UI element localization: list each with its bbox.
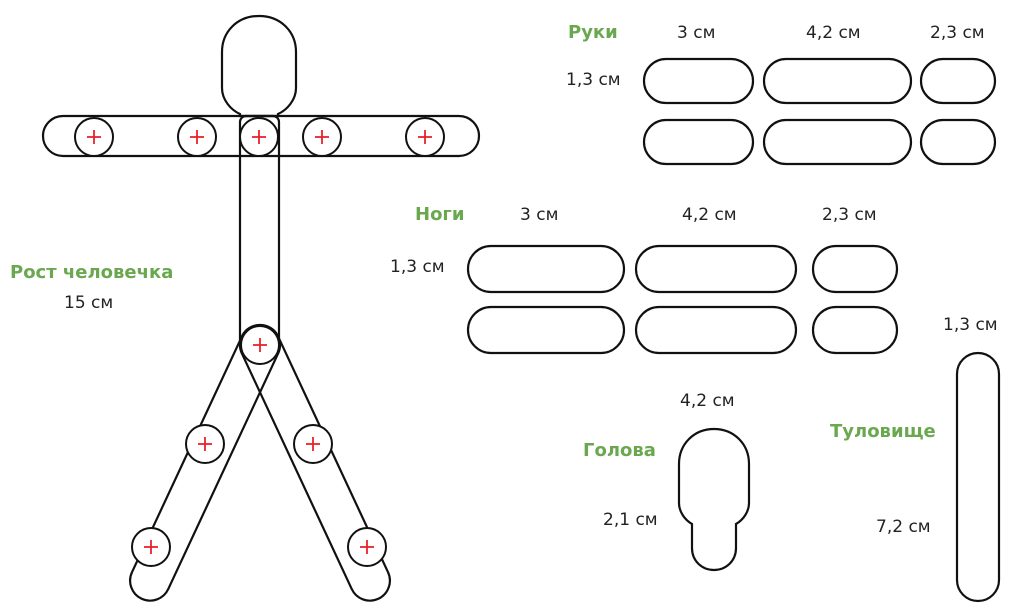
figure-head — [220, 14, 298, 118]
legs-width-2: 4,2 см — [682, 205, 737, 225]
head-width-label: 2,1 см — [603, 510, 658, 530]
head-title: Голова — [583, 440, 656, 461]
arms-width-3: 2,3 см — [930, 23, 985, 43]
pivot-arm-4 — [405, 117, 445, 157]
arms-width-2: 4,2 см — [806, 23, 861, 43]
legs-title: Ноги — [415, 204, 464, 225]
torso-height-label: 7,2 см — [876, 517, 931, 537]
head-height-label: 4,2 см — [680, 391, 735, 411]
figure-height-value: 15 см — [64, 293, 113, 313]
leg-piece-short-1 — [811, 244, 899, 294]
head-piece — [677, 427, 751, 572]
pivot-left-knee — [185, 424, 225, 464]
legs-section: Ноги 3 см 4,2 см 2,3 см 1,3 см — [390, 204, 899, 355]
legs-width-1: 3 см — [520, 205, 558, 225]
leg-piece-long-2 — [466, 305, 626, 355]
legs-width-3: 2,3 см — [822, 205, 877, 225]
arm-piece-long-1 — [642, 57, 755, 105]
leg-piece-long-1 — [466, 244, 626, 294]
pivot-arm-3 — [302, 117, 342, 157]
head-section: 4,2 см Голова 2,1 см — [583, 391, 751, 572]
arm-piece-xlong-1 — [762, 57, 913, 105]
leg-piece-short-2 — [811, 305, 899, 355]
legs-height: 1,3 см — [390, 257, 445, 277]
pivot-right-knee — [293, 424, 333, 464]
assembled-figure — [41, 14, 481, 602]
torso-title: Туловище — [830, 421, 936, 442]
arm-piece-short-1 — [919, 57, 997, 105]
torso-section: 1,3 см Туловище 7,2 см — [830, 315, 1001, 603]
arms-width-1: 3 см — [677, 23, 715, 43]
leg-piece-xlong-2 — [634, 305, 798, 355]
pivot-hip — [240, 325, 280, 365]
figure-right-leg — [238, 323, 391, 602]
torso-piece — [955, 351, 1001, 603]
pivot-left-foot — [131, 527, 171, 567]
arm-piece-xlong-2 — [762, 118, 913, 166]
leg-piece-xlong-1 — [634, 244, 798, 294]
arms-title: Руки — [568, 22, 618, 43]
pivot-arm-1 — [74, 117, 114, 157]
arm-piece-short-2 — [919, 118, 997, 166]
pivot-arm-2 — [177, 117, 217, 157]
arms-height: 1,3 см — [566, 70, 621, 90]
pivot-right-foot — [347, 527, 387, 567]
torso-width-label: 1,3 см — [943, 315, 998, 335]
arms-section: Руки 3 см 4,2 см 2,3 см 1,3 см — [566, 22, 997, 166]
arm-piece-long-2 — [642, 118, 755, 166]
figure-height-title: Рост человечка — [10, 262, 173, 283]
pivot-shoulder — [239, 117, 279, 157]
